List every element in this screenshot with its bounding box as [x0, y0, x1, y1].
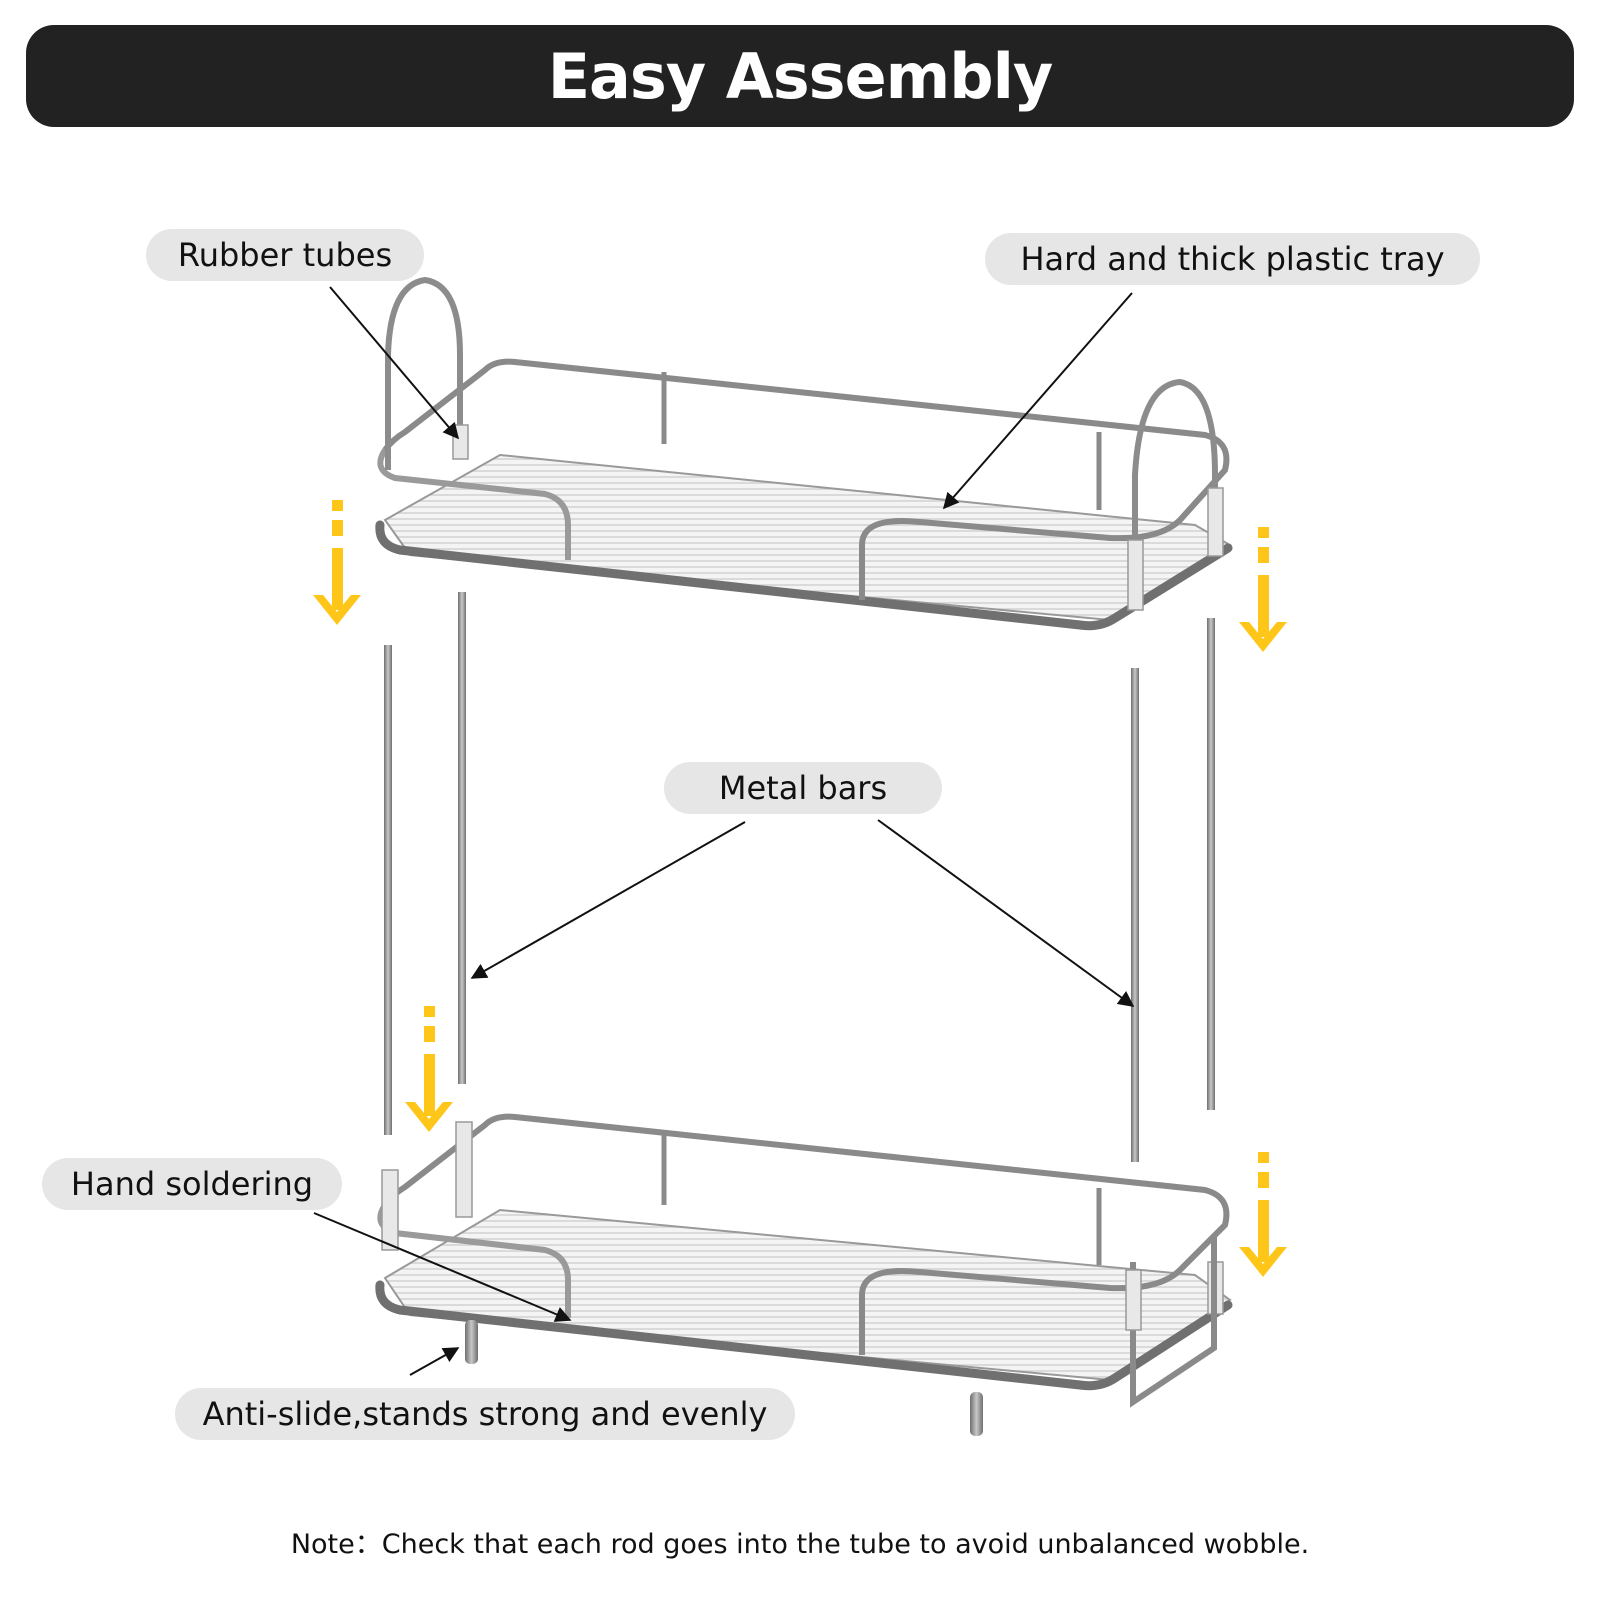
title-banner: Easy Assembly — [26, 25, 1574, 127]
rubber-tubes-leader — [329, 286, 460, 440]
down-arrow-icon — [313, 500, 361, 625]
callout-plastic-tray: Hard and thick plastic tray — [985, 233, 1480, 285]
callout-rubber-tubes-text: Rubber tubes — [177, 236, 393, 274]
metal-bars-leader-left — [470, 821, 746, 979]
callout-rubber-tubes: Rubber tubes — [146, 229, 424, 281]
callout-hand-soldering: Hand soldering — [42, 1158, 342, 1210]
down-arrow-icon — [1239, 527, 1287, 652]
down-arrow-icon — [405, 1006, 453, 1132]
callout-metal-bars-text: Metal bars — [718, 769, 888, 807]
page-title: Easy Assembly — [547, 39, 1054, 113]
upper-tray — [375, 276, 1233, 631]
assembly-note: Note：Check that each rod goes into the t… — [290, 1529, 1310, 1560]
metal-bars — [384, 592, 1215, 1162]
callout-metal-bars: Metal bars — [664, 762, 942, 814]
down-arrow-icon — [1239, 1152, 1287, 1277]
metal-bars-leader-right — [877, 819, 1135, 1007]
callout-anti-slide-text: Anti-slide,stands strong and evenly — [202, 1395, 768, 1433]
plastic-tray-leader — [942, 292, 1133, 510]
anti-slide-leader — [409, 1347, 460, 1376]
lower-tray — [375, 1113, 1233, 1436]
callout-plastic-tray-text: Hard and thick plastic tray — [1020, 240, 1445, 278]
callout-hand-soldering-text: Hand soldering — [70, 1165, 314, 1203]
hand-soldering-leader — [313, 1212, 572, 1322]
callout-anti-slide: Anti-slide,stands strong and evenly — [175, 1388, 795, 1440]
